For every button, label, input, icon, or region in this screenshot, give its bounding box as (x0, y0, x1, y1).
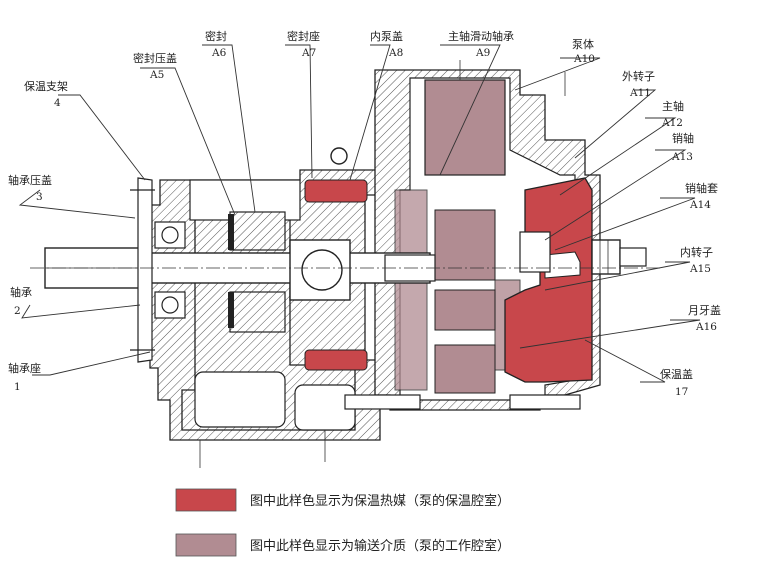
bottom-bolt-left (344, 394, 421, 410)
heating-chamber-bottom (304, 349, 368, 371)
mechanical-seal-top (229, 211, 286, 251)
label-a10-code: A10 (573, 53, 595, 65)
label-a7-code: A7 (301, 47, 316, 59)
label-1-name: 轴承座 (8, 361, 41, 375)
label-a16-name: 月牙盖 (688, 303, 721, 317)
legend-swatch-heating (175, 488, 237, 512)
part-labels: 密封压盖 A5 密封 A6 密封座 A7 内泵盖 A8 主轴滑动轴承 A9 泵体… (8, 29, 721, 398)
pump-drawing: 密封压盖 A5 密封 A6 密封座 A7 内泵盖 A8 主轴滑动轴承 A9 泵体… (8, 29, 721, 468)
insulation-bracket (137, 177, 153, 363)
label-a8-code: A8 (388, 47, 403, 59)
label-a5-code: A5 (149, 69, 164, 81)
label-a8-name: 内泵盖 (370, 29, 403, 43)
label-2-name: 轴承 (10, 285, 32, 299)
label-a12-code: A12 (661, 117, 683, 129)
leader-lines (18, 44, 701, 383)
label-a11-name: 外转子 (622, 69, 655, 83)
label-a14-code: A14 (689, 199, 711, 211)
legend-swatch-working (175, 533, 237, 557)
label-a15-code: A15 (689, 263, 711, 275)
heating-chamber-top (304, 179, 368, 203)
cover-boss (544, 251, 581, 279)
lifting-eye (330, 147, 348, 165)
working-chamber-top (434, 209, 496, 281)
working-chamber-inlet (424, 79, 506, 176)
label-a14-name: 销轴套 (685, 181, 718, 195)
legend-text-working: 图中此样色显示为输送介质（泵的工作腔室） (250, 538, 510, 554)
lower-cavity-left (194, 371, 286, 428)
label-a16-code: A16 (695, 321, 717, 333)
label-a13-name: 销轴 (672, 131, 694, 145)
pin-end (619, 247, 647, 267)
legend-text-heating: 图中此样色显示为保温热媒（泵的保温腔室） (250, 493, 510, 509)
working-chamber-bottom (434, 344, 496, 394)
label-a7-name: 密封座 (287, 29, 320, 43)
pin-nut (591, 239, 621, 275)
label-a9-name: 主轴滑动轴承 (448, 29, 514, 43)
mechanical-seal-bottom (229, 291, 286, 333)
label-4-name: 保温支架 (24, 79, 68, 93)
working-chamber-left (394, 189, 428, 391)
label-2-code: 2 (14, 305, 21, 317)
label-17-code: 17 (675, 386, 688, 398)
seal-hub-ring (301, 249, 343, 291)
label-a11-code: A11 (629, 87, 651, 99)
label-3-name: 轴承压盖 (8, 173, 52, 187)
label-a5-name: 密封压盖 (133, 51, 177, 65)
pin-sleeve (519, 231, 551, 273)
label-3-code: 3 (36, 191, 43, 203)
working-chamber-mid (434, 289, 496, 331)
legend: 图中此样色显示为保温热媒（泵的保温腔室） 图中此样色显示为输送介质（泵的工作腔室… (175, 488, 510, 557)
bottom-bolt-right (509, 394, 581, 410)
label-a10-name: 泵体 (572, 37, 594, 51)
label-4-code: 4 (54, 97, 61, 109)
label-a6-name: 密封 (205, 29, 227, 43)
label-a12-name: 主轴 (662, 99, 684, 113)
label-1-code: 1 (14, 381, 21, 393)
label-a9-code: A9 (475, 47, 490, 59)
label-a13-code: A13 (671, 151, 693, 163)
label-a15-name: 内转子 (680, 245, 713, 259)
label-a6-code: A6 (211, 47, 227, 59)
label-17-name: 保温盖 (660, 367, 693, 381)
